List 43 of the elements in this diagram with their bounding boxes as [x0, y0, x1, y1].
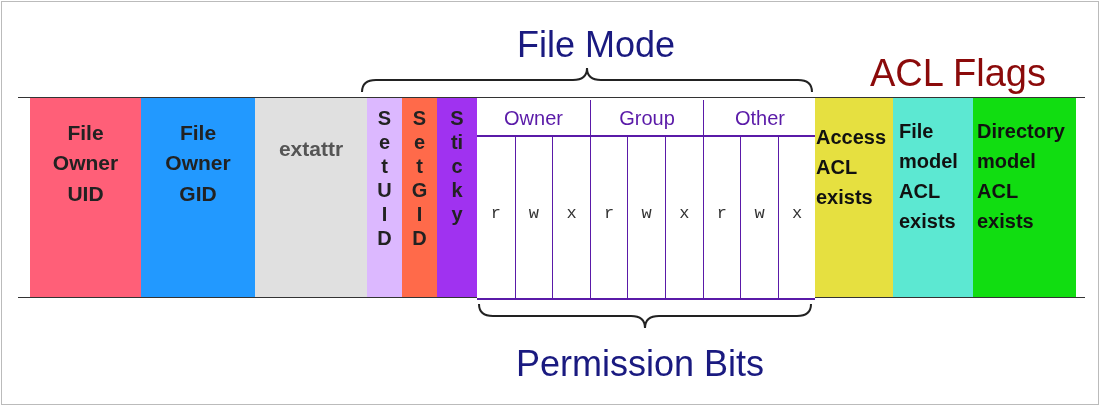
- field-label: Group: [619, 107, 675, 128]
- permission-bit: [777, 137, 816, 300]
- field-label: File Owner GID: [165, 120, 231, 207]
- permission-bit: [740, 137, 778, 300]
- field-label: x: [792, 205, 803, 222]
- sticky-bit: [437, 98, 477, 297]
- acl-flag: [973, 98, 1076, 297]
- field-label: Access ACL exists: [816, 125, 887, 210]
- field-label: Sticky: [450, 106, 464, 226]
- gid-field: [141, 98, 255, 297]
- field-label: Other: [735, 107, 785, 128]
- field-label: r: [490, 205, 501, 222]
- group-title: Permission Bits: [516, 346, 765, 382]
- field-label: SetGID: [411, 106, 428, 250]
- field-label: File Owner UID: [52, 120, 119, 207]
- permission-bit: [589, 137, 628, 300]
- field-label: Owner: [504, 107, 563, 128]
- field-label: x: [679, 205, 690, 222]
- field-label: r: [716, 205, 727, 222]
- field-label: x: [566, 205, 577, 222]
- setgid-bit: [402, 98, 437, 297]
- permission-bit: [665, 137, 703, 300]
- uid-field: [30, 98, 141, 297]
- field-label: r: [604, 205, 615, 222]
- group-title: ACL Flags: [870, 54, 1046, 92]
- field-label: w: [754, 205, 765, 222]
- acl-flag: [815, 98, 893, 297]
- permission-bit: [514, 137, 553, 300]
- permission-bit: [552, 137, 590, 300]
- permission-bit: [702, 137, 741, 300]
- field-label: extattr: [278, 136, 344, 162]
- field-label: w: [641, 205, 652, 222]
- field-label: Directory model ACL exists: [977, 119, 1065, 234]
- field-label: File model ACL exists: [899, 119, 958, 234]
- permission-bit: [627, 137, 665, 300]
- acl-flag: [893, 98, 973, 297]
- permission-group-header: [590, 100, 703, 137]
- field-label: SetUID: [377, 106, 392, 250]
- setuid-bit: [367, 98, 402, 297]
- extattr-field: [255, 98, 367, 297]
- permission-group-header: [703, 100, 816, 137]
- field-label: w: [528, 205, 539, 222]
- group-title: File Mode: [517, 27, 676, 63]
